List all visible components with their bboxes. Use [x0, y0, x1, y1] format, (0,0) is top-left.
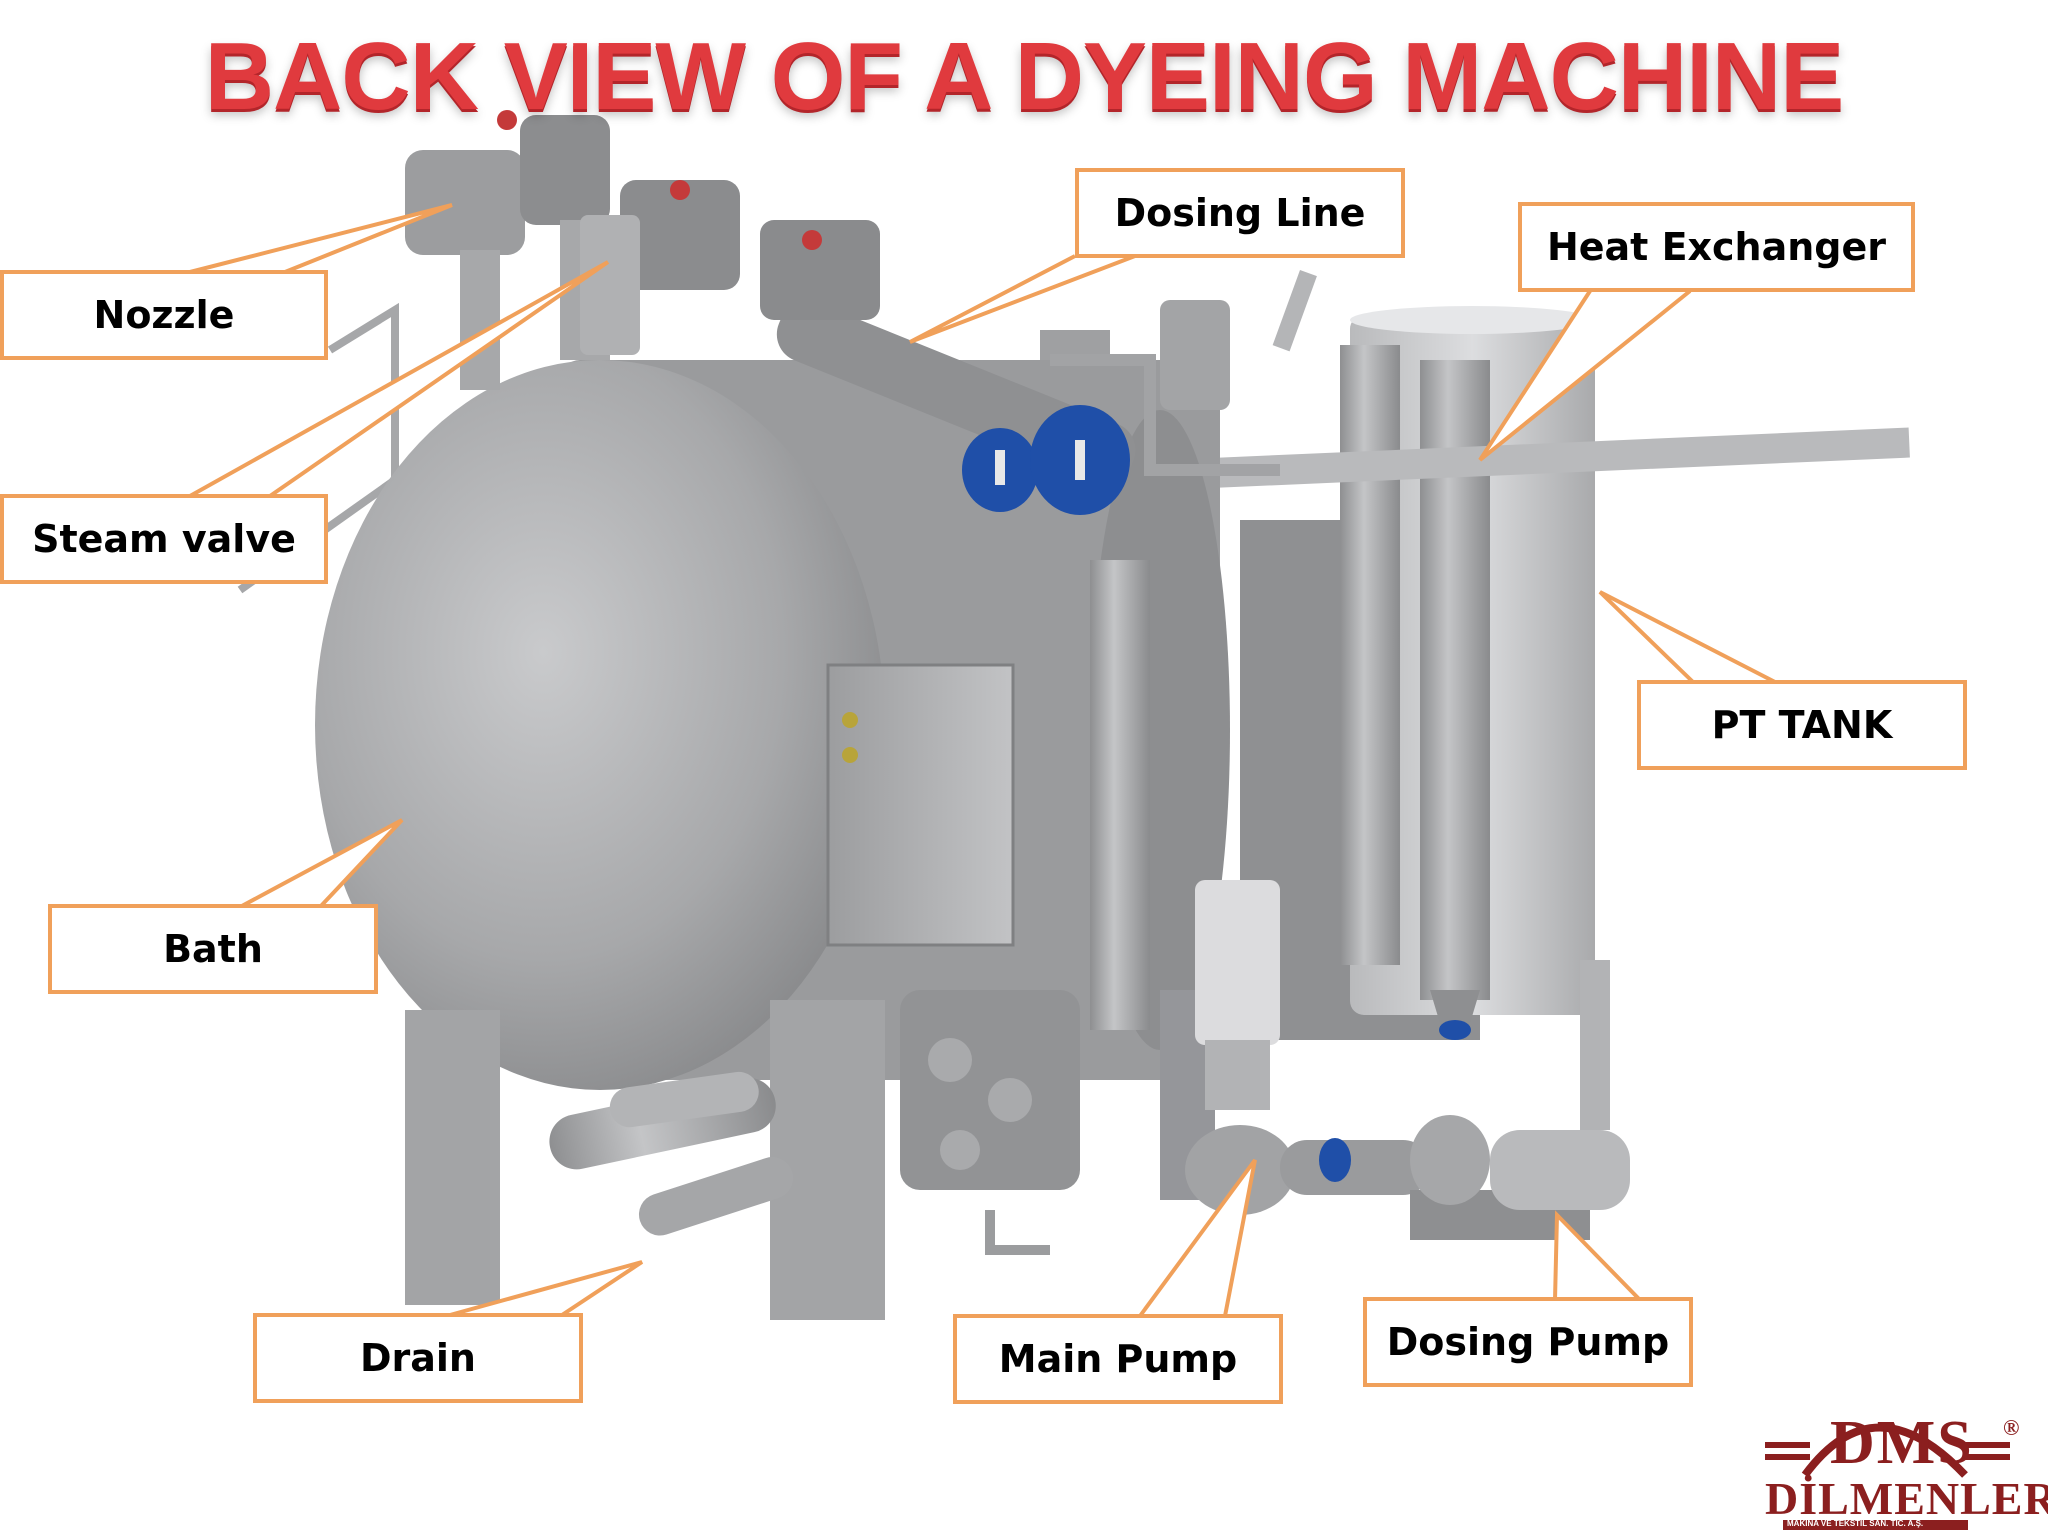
callout-steam-valve: Steam valve: [0, 494, 328, 584]
blue-actuator-valves: [962, 405, 1130, 515]
logo-registered-mark: ®: [2003, 1415, 2020, 1440]
callout-drain: Drain: [253, 1313, 583, 1403]
callout-heat-exchanger: Heat Exchanger: [1518, 202, 1915, 292]
logo-initials: DMS: [1830, 1409, 1974, 1477]
drain-pipes: [549, 1071, 794, 1236]
dosing-pump: [1410, 1020, 1630, 1240]
page-title: BACK VIEW OF A DYEING MACHINE: [204, 23, 1845, 130]
control-cabinet: [826, 663, 1015, 947]
circulation-pipe: [1090, 560, 1150, 1030]
dms-dilmenler-logo: DMS ® DİLMENLER MAKİNA VE TEKSTİL SAN. T…: [1765, 1380, 2048, 1532]
valve-cluster: [900, 990, 1080, 1255]
callout-dosing-line: Dosing Line: [1075, 168, 1405, 258]
callout-pointers: [189, 203, 1776, 1318]
logo-arch-icon: [1765, 1423, 2010, 1530]
callout-bath: Bath: [48, 904, 378, 994]
logo-company-name: DİLMENLER: [1765, 1473, 2048, 1524]
main-pump: [1185, 880, 1430, 1215]
support-beam: [1119, 427, 1910, 492]
callout-main-pump: Main Pump: [953, 1314, 1283, 1404]
nozzle-motors: [405, 110, 880, 390]
callout-dosing-pump: Dosing Pump: [1363, 1297, 1693, 1387]
logo-tagline: MAKİNA VE TEKSTİL SAN. TİC. A.Ş.: [1787, 1519, 1924, 1528]
callout-nozzle: Nozzle: [0, 270, 328, 360]
callout-pt-tank: PT TANK: [1637, 680, 1967, 770]
steam-valve: [580, 215, 1317, 410]
